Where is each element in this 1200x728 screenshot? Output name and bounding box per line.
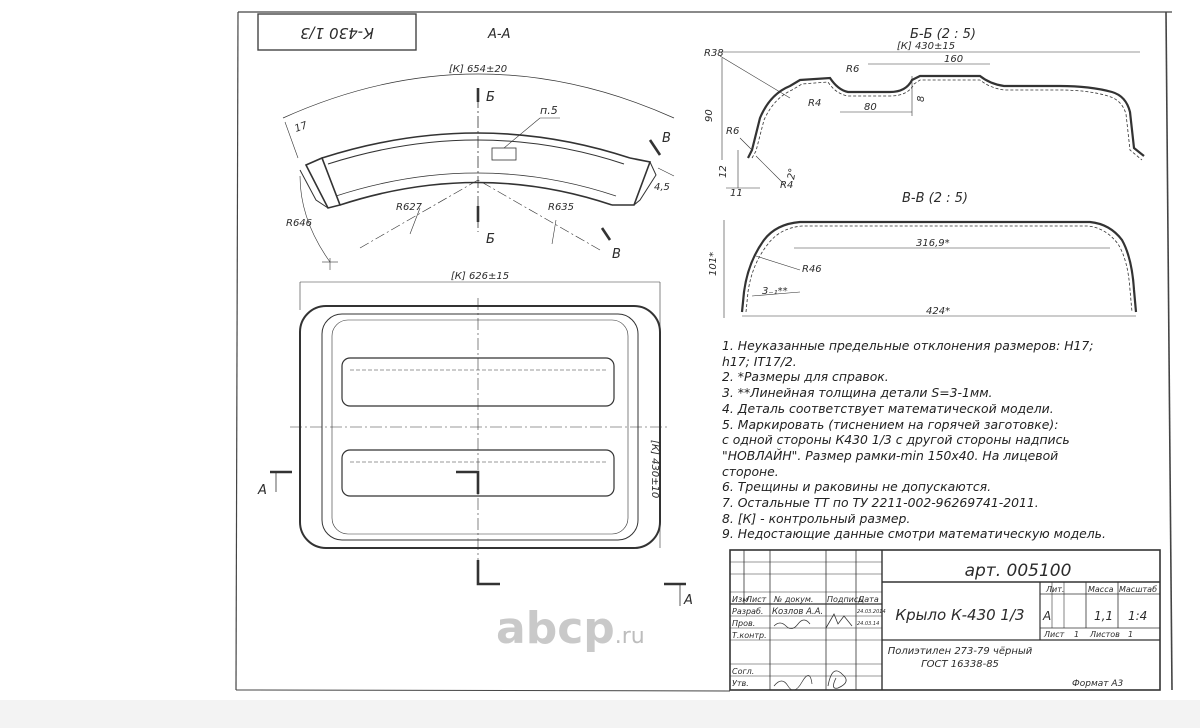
- note-line: с одной стороны К430 1/3 с другой сторон…: [722, 432, 1070, 448]
- note-line: 3. **Линейная толщина детали S=3-1мм.: [722, 385, 993, 401]
- signature-utv: [773, 675, 813, 691]
- note-line: 8. [К] - контрольный размер.: [722, 510, 911, 526]
- view-aa-title: А-А: [487, 27, 510, 42]
- bb-r6b: R6: [726, 126, 739, 137]
- tb-col-list: Лист: [745, 595, 767, 604]
- plan-sec-a-left: А: [257, 483, 267, 498]
- scan-edge: [0, 700, 1200, 728]
- tb-col-izm: Изм: [732, 595, 748, 604]
- bb-r6a: R6: [846, 64, 859, 75]
- tb-format: Формат А3: [1072, 679, 1124, 689]
- bb-dim-160: 160: [944, 54, 963, 65]
- aa-r635: R635: [548, 202, 574, 213]
- tb-art: арт. 005100: [965, 561, 1072, 581]
- watermark-logo: abcp.ru: [496, 603, 645, 654]
- view-bb-title: Б-Б (2 : 5): [910, 27, 976, 42]
- view-aa: А-А [К] 654±20 п.5 Б Б В В 17: [282, 27, 675, 270]
- technical-notes: 1. Неуказанные предельные отклонения раз…: [722, 338, 1162, 542]
- tb-row-person-1: Козлов А.А.: [772, 607, 823, 617]
- bb-r4b: R4: [780, 180, 793, 191]
- plan-dim-top: [К] 626±15: [451, 271, 509, 282]
- note-line: 9. Недостающие данные смотри математичес…: [722, 526, 1106, 542]
- tb-sheets-label: Листов: [1089, 630, 1120, 639]
- aa-sec-v-bottom: В: [612, 247, 621, 262]
- tb-col-date: Дата: [857, 595, 879, 604]
- note-line: h17; IT17/2.: [722, 353, 797, 369]
- aa-sec-b-bottom: Б: [486, 232, 495, 247]
- tb-col-doc: № докум.: [773, 595, 813, 604]
- plan-sec-a-right: А: [683, 593, 693, 608]
- bb-dim-12: 12: [718, 165, 729, 178]
- tb-lit-label: Лит.: [1045, 585, 1064, 594]
- bb-r4a: R4: [808, 98, 821, 109]
- tb-sheets-value: 1: [1128, 630, 1133, 639]
- note-line: стороне.: [722, 463, 779, 479]
- vv-dim-101: 101*: [708, 252, 719, 276]
- aa-dim-45: 4,5: [654, 182, 670, 193]
- bb-dim-8: 8: [916, 96, 927, 102]
- bb-r38: R38: [704, 48, 724, 59]
- watermark-brand: abcp: [496, 603, 615, 654]
- signature-prov-2: [825, 613, 853, 629]
- plan-view: [К] 626±15 [К] 430±10 А А: [257, 271, 693, 608]
- tb-row-role-3: Т.контр.: [732, 631, 767, 640]
- view-vv-title: В-В (2 : 5): [902, 191, 968, 206]
- vv-dim-3169: 316,9*: [916, 238, 950, 249]
- tb-row-role-4: Согл.: [732, 667, 754, 676]
- note-line: 2. *Размеры для справок.: [722, 369, 889, 385]
- tb-scale-value: 1:4: [1128, 609, 1147, 623]
- tb-row-role-1: Разраб.: [732, 607, 763, 616]
- tb-scale-label: Масштаб: [1119, 585, 1157, 594]
- vv-dim-424: 424*: [926, 306, 950, 317]
- vv-dim-thk: 3₋₁**: [762, 286, 788, 297]
- note-line: 5. Маркировать (тиснением на горячей заг…: [722, 416, 1059, 432]
- view-vv: В-В (2 : 5) 316,9* 101* 424* R46 3₋₁**: [708, 191, 1138, 318]
- signature-prov: [773, 619, 811, 629]
- tb-sheet-label: Лист: [1043, 630, 1065, 639]
- tb-material-1: Полиэтилен 273-79 чёрный: [888, 646, 1033, 657]
- note-line: 7. Остальные ТТ по ТУ 2211-002-96269741-…: [722, 495, 1039, 511]
- bb-dim-11: 11: [730, 188, 743, 199]
- sheet-frame: [235, 11, 1173, 692]
- bb-dim-80: 80: [864, 102, 877, 113]
- stamp-label: К-430 1/3: [300, 24, 374, 42]
- aa-sec-v-top: В: [662, 131, 671, 146]
- aa-dim-top: [К] 654±20: [449, 64, 507, 75]
- vv-r46: R46: [802, 264, 822, 275]
- tb-row-role-2: Пров.: [732, 619, 755, 628]
- aa-dim-17: 17: [293, 120, 309, 135]
- stamp-top-left: К-430 1/3: [257, 13, 417, 51]
- note-line: 1. Неуказанные предельные отклонения раз…: [722, 338, 1094, 353]
- note-line: 4. Деталь соответствует математической м…: [722, 400, 1054, 416]
- aa-pos-label: п.5: [540, 104, 558, 117]
- aa-r627: R627: [396, 202, 423, 213]
- tb-row-role-5: Утв.: [732, 679, 749, 688]
- tb-mass-label: Масса: [1088, 585, 1114, 594]
- tb-material-2: ГОСТ 16338-85: [921, 659, 999, 670]
- tb-row-date-1: 24.03.2014: [857, 609, 886, 615]
- tb-lit-value: А: [1042, 609, 1051, 623]
- view-bb: Б-Б (2 : 5) [К] 430±15 90 160 80 8 12 11…: [704, 27, 1145, 199]
- plan-dim-side: [К] 430±10: [649, 440, 660, 498]
- aa-r646: R646: [286, 218, 312, 229]
- title-block: Изм Лист № докум. Подпись Дата Разраб. К…: [729, 549, 1161, 691]
- note-line: "НОВЛАЙН". Размер рамки-min 150х40. На л…: [722, 447, 1059, 463]
- bb-dim-90: 90: [704, 109, 715, 122]
- bb-dim-2: 2°: [786, 167, 799, 180]
- signature-utv-2: [827, 670, 847, 689]
- note-line: 6. Трещины и раковины не допускаются.: [722, 479, 992, 495]
- tb-part-name: Крыло К-430 1/3: [895, 606, 1024, 624]
- tb-col-sign: Подпись: [827, 595, 863, 604]
- tb-sheet-value: 1: [1074, 630, 1079, 639]
- bb-dim-top: [К] 430±15: [897, 41, 955, 52]
- aa-sec-b-top: Б: [486, 90, 495, 105]
- tb-mass-value: 1,1: [1094, 609, 1113, 623]
- tb-row-date-2: 24.03.14: [857, 621, 879, 627]
- watermark-tld: .ru: [614, 624, 645, 649]
